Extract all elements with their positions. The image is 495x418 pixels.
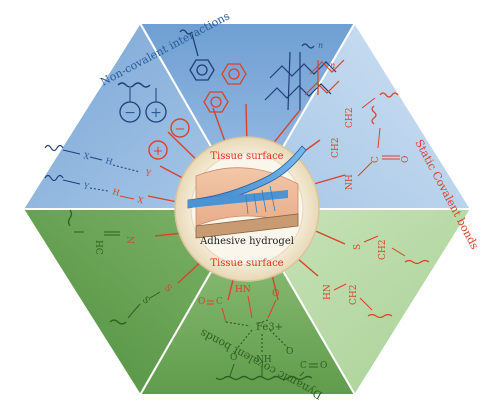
atom-c-b: C: [216, 297, 223, 307]
atom-o-b: O: [198, 297, 205, 307]
atom-c-a: C: [371, 156, 381, 163]
group-hn-b: HN: [235, 285, 251, 295]
plus-sign: +: [150, 105, 162, 121]
hydrogen-bond-group: X H Y Y H X: [44, 144, 153, 205]
plus-sign-red: +: [153, 144, 164, 159]
atom-o-a: O: [401, 156, 411, 163]
group-ch2-b: CH2: [331, 138, 341, 158]
atom-n-a: N: [124, 236, 134, 244]
group-ch2-d: CH2: [349, 285, 359, 305]
positive-charge-icon-red: [148, 140, 168, 160]
atom-s-b: S: [140, 295, 151, 306]
atom-h-b: H: [111, 187, 120, 198]
group-ch2-c: CH2: [378, 240, 388, 260]
negative-charge-icon-red: [170, 118, 190, 138]
sector-bottom-left: [21, 208, 249, 397]
ion-fe3plus: Fe3+: [256, 322, 283, 333]
subscript-n-b: n: [330, 61, 335, 70]
atom-h-a: H: [104, 156, 113, 167]
atom-s-a: S: [353, 244, 363, 250]
negative-charge-icon: [119, 101, 141, 123]
minus-sign-red: −: [175, 122, 186, 137]
atom-x-a: X: [82, 151, 90, 161]
group-hc-a: HC: [93, 240, 103, 255]
group-nh-b: NH: [256, 355, 272, 365]
amide-linkage-group: CH2 CH2 NH C O: [331, 92, 411, 190]
thioether-group: S CH2: [353, 235, 430, 265]
tissue-surface-top-label: Tissue surface: [210, 151, 283, 162]
tissue-surface-bottom-label: Tissue surface: [210, 258, 283, 269]
group-ch2-a: CH2: [345, 108, 355, 128]
imine-group: HC N: [67, 209, 134, 255]
group-hn-a: HN: [323, 284, 333, 300]
group-nh-a: NH: [345, 174, 355, 190]
subscript-n-a: n: [318, 41, 323, 50]
atom-y-a: Y: [144, 168, 153, 179]
atom-s-c: S: [162, 283, 173, 294]
positive-charge-icon: [145, 101, 167, 123]
atom-o-e: O: [286, 347, 293, 357]
atom-o-d: O: [230, 353, 237, 363]
atom-x-b: X: [136, 195, 144, 205]
minus-sign: −: [124, 105, 136, 121]
atom-o-f: O: [320, 361, 327, 371]
hydrogel-label: Adhesive hydrogel: [199, 236, 294, 247]
pi-stacking-group: [179, 29, 247, 113]
atom-y-b: Y: [82, 181, 91, 192]
metal-coordination-group: O C HN O Fe3+ O NH O C O: [198, 285, 327, 381]
hydrophobic-chain-group: [264, 43, 345, 111]
atom-c-c: C: [300, 361, 307, 371]
disulfide-group: S S: [109, 283, 173, 325]
tissue-hydrogel-illustration: [187, 145, 307, 239]
atom-o-c: O: [272, 289, 279, 299]
amine-linkage-group: HN CH2: [323, 283, 393, 319]
ionic-interaction-group: − + + −: [117, 82, 190, 160]
